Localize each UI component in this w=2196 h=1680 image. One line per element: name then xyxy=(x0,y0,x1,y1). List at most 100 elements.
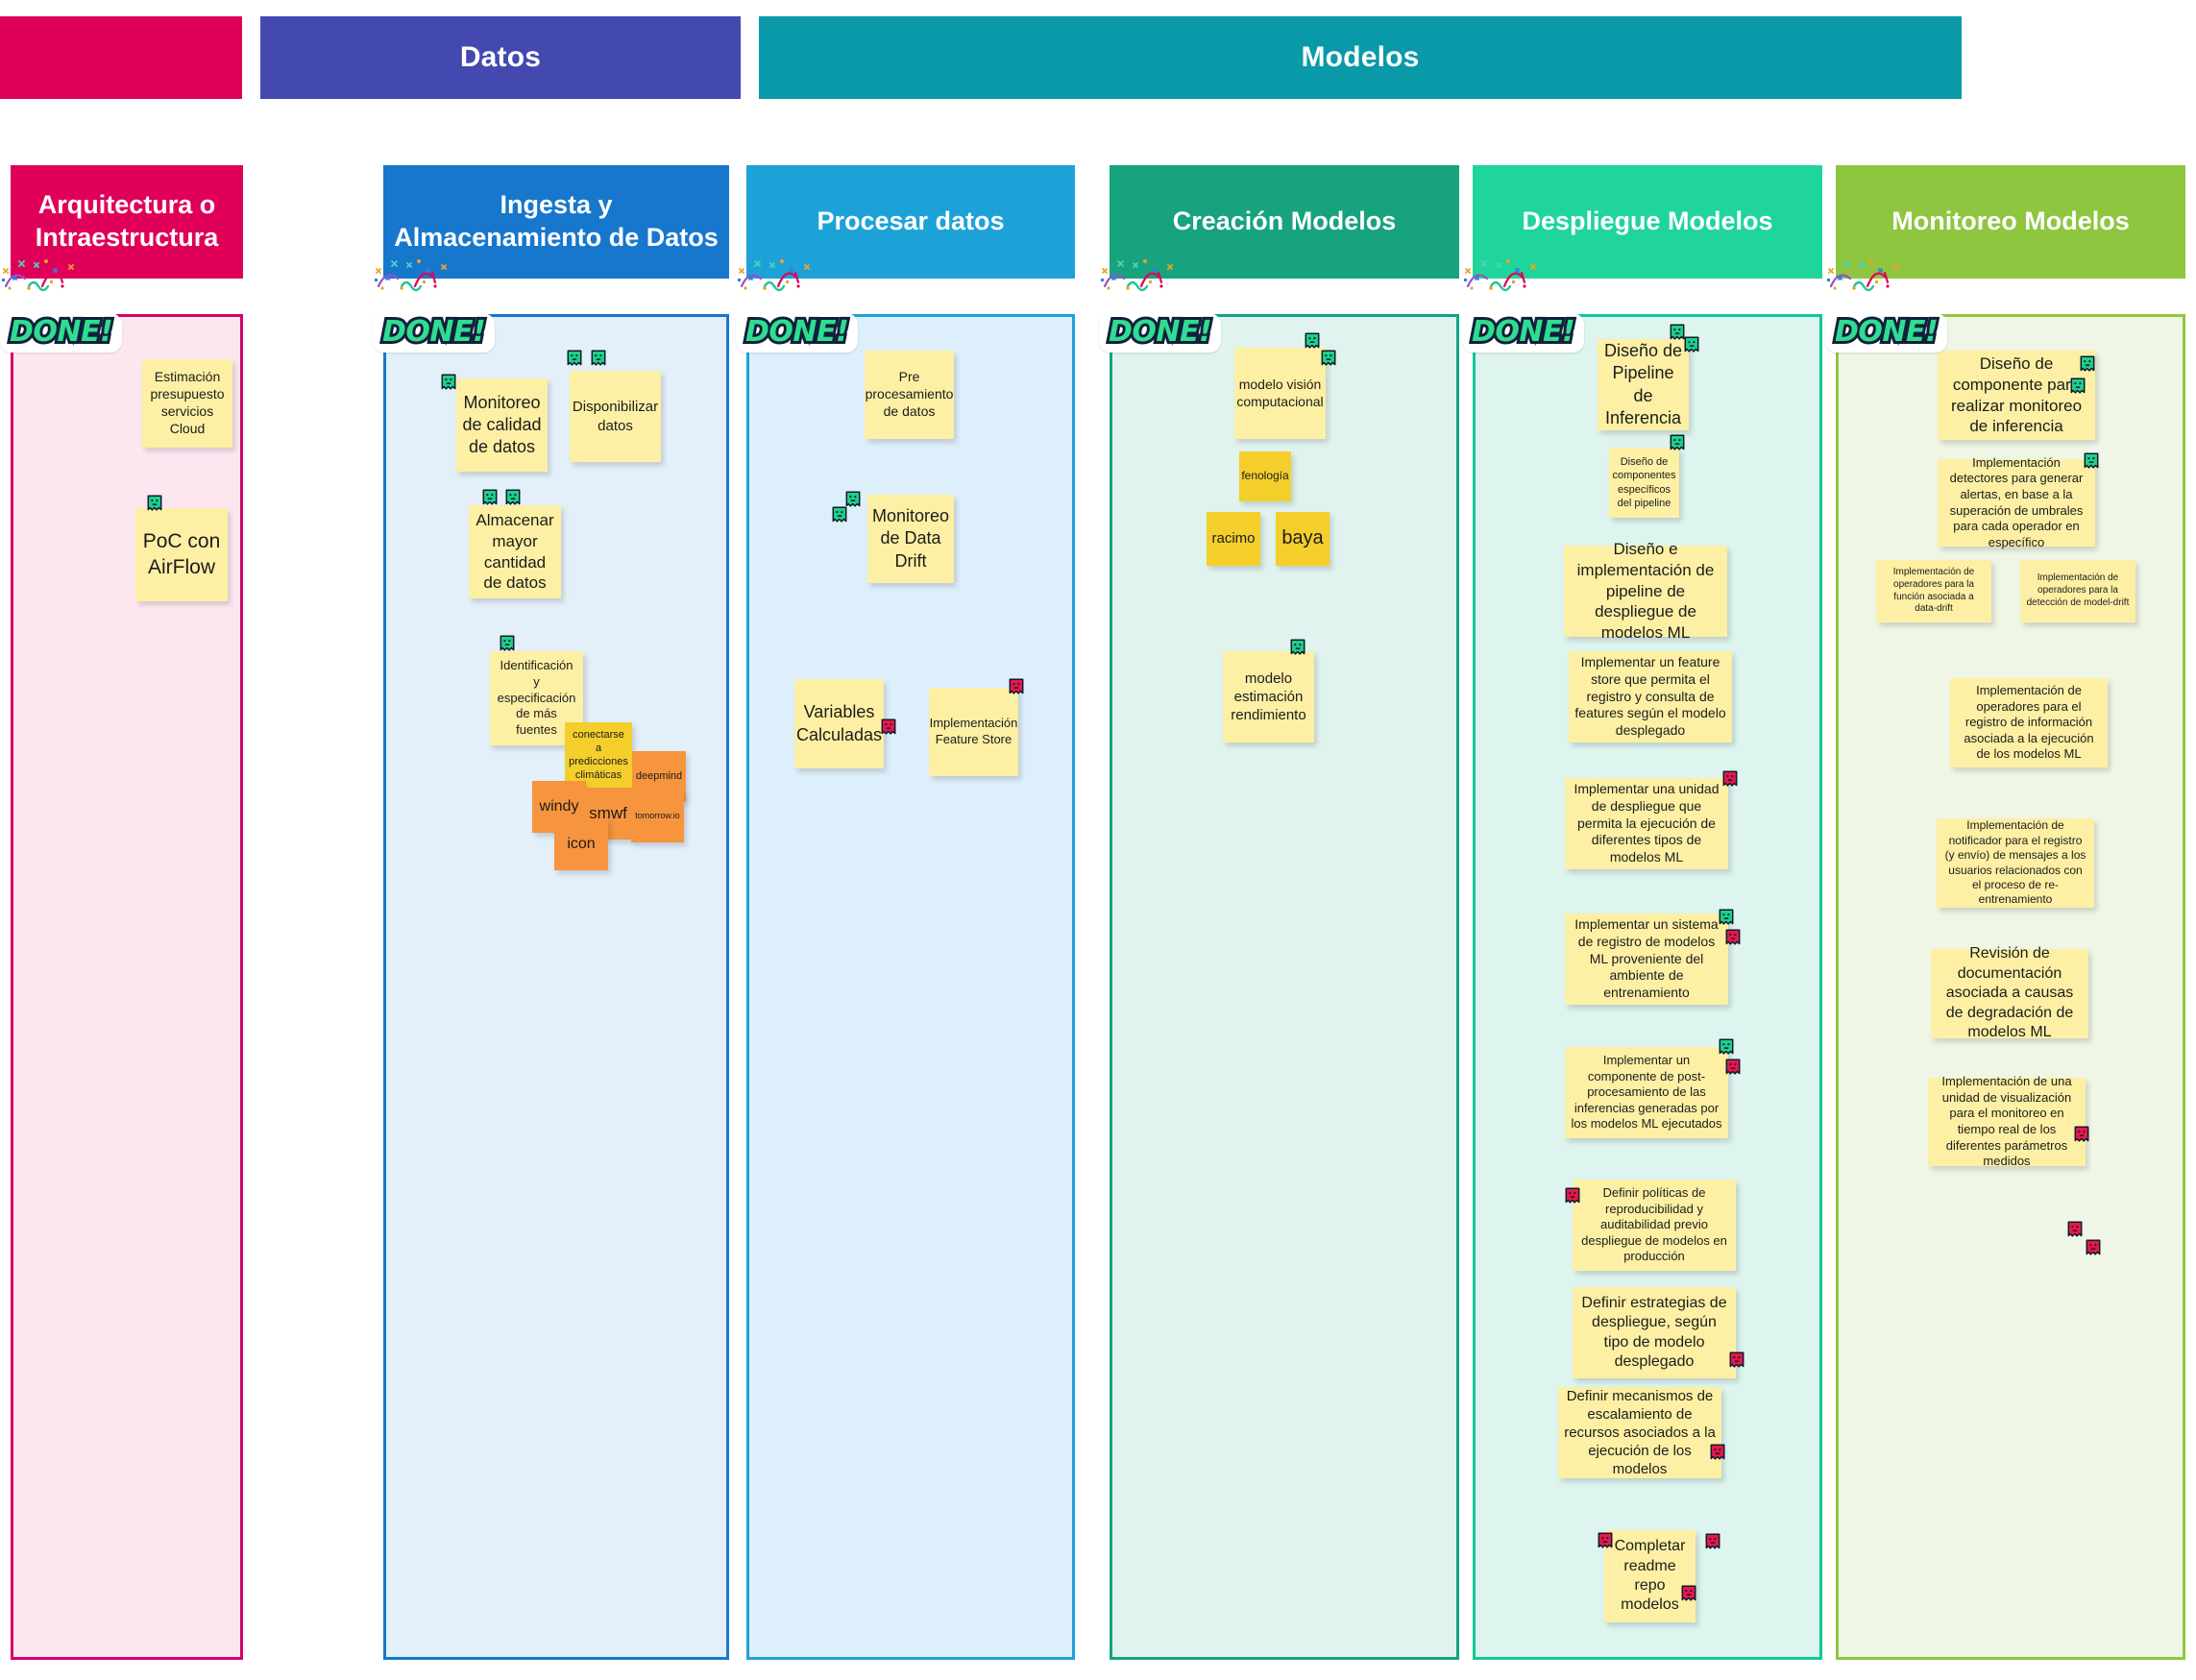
sticky-note-text: Almacenar mayor cantidad de datos xyxy=(476,511,554,593)
sticky-note[interactable]: Variables Calculadas xyxy=(794,679,884,768)
marker-green-ribbon-icon[interactable] xyxy=(591,350,606,370)
sticky-note[interactable]: Completar readme repo modelos xyxy=(1604,1530,1696,1622)
marker-red-ribbon-icon[interactable] xyxy=(1722,770,1738,791)
sticky-note[interactable]: fenología xyxy=(1239,451,1291,501)
sticky-note-text: Estimación presupuesto servicios Cloud xyxy=(150,369,225,436)
sticky-note-text: Implementación de operadores para la det… xyxy=(2026,572,2130,608)
marker-red-ribbon-icon[interactable] xyxy=(2067,1221,2083,1241)
marker-green-ribbon-icon[interactable] xyxy=(1321,350,1336,370)
marker-green-ribbon-icon[interactable] xyxy=(1305,332,1320,353)
column-header-creacion[interactable]: Creación Modelos xyxy=(1110,165,1459,279)
marker-red-ribbon-icon[interactable] xyxy=(2086,1239,2101,1259)
column-header-label: Monitoreo Modelos xyxy=(1891,206,2129,238)
sticky-note-text: Variables Calculadas xyxy=(795,702,883,744)
sticky-note[interactable]: Implementación de una unidad de visualiz… xyxy=(1928,1074,2086,1168)
sticky-note-text: Implementación de operadores para el reg… xyxy=(1964,682,2094,762)
marker-green-ribbon-icon[interactable] xyxy=(567,350,582,370)
sticky-note[interactable]: Implementación de operadores para la fun… xyxy=(1876,560,1991,622)
marker-red-ribbon-icon[interactable] xyxy=(1705,1533,1720,1553)
marker-green-ribbon-icon[interactable] xyxy=(1684,336,1699,356)
marker-red-ribbon-icon[interactable] xyxy=(1725,929,1741,949)
marker-red-ribbon-icon[interactable] xyxy=(1729,1351,1745,1372)
marker-red-ribbon-icon[interactable] xyxy=(1681,1585,1696,1605)
marker-red-ribbon-icon[interactable] xyxy=(1565,1187,1580,1207)
sticky-note[interactable]: Implementar una unidad de despliegue que… xyxy=(1565,778,1728,869)
sticky-note[interactable]: Implementar un feature store que permita… xyxy=(1569,651,1732,743)
sticky-note-text: modelo estimación rendimiento xyxy=(1231,670,1306,724)
sticky-note[interactable]: Diseño de componente para realizar monit… xyxy=(1938,351,2095,440)
sticky-note[interactable]: icon xyxy=(554,818,608,870)
sticky-note[interactable]: Monitoreo de Data Drift xyxy=(867,495,954,583)
done-badge-label: DONE! xyxy=(1832,315,1941,350)
marker-red-ribbon-icon[interactable] xyxy=(881,718,896,739)
marker-green-ribbon-icon[interactable] xyxy=(1719,1038,1734,1059)
marker-green-ribbon-icon[interactable] xyxy=(1670,434,1685,454)
sticky-note[interactable]: Estimación presupuesto servicios Cloud xyxy=(142,359,232,448)
marker-green-ribbon-icon[interactable] xyxy=(845,491,861,511)
done-badge-arquitectura[interactable]: DONE! xyxy=(0,313,123,353)
done-badge-ingesta[interactable]: DONE! xyxy=(373,313,496,353)
sticky-note[interactable]: Revisión de documentación asociada a cau… xyxy=(1931,945,2088,1040)
marker-red-ribbon-icon[interactable] xyxy=(1710,1444,1725,1464)
done-badge-label: DONE! xyxy=(1106,315,1215,350)
done-badge-creacion[interactable]: DONE! xyxy=(1099,313,1222,353)
group-banner-label: Modelos xyxy=(1301,41,1420,73)
sticky-note[interactable]: Diseño de Pipeline de Inferencia xyxy=(1598,339,1689,430)
column-body-creacion[interactable] xyxy=(1110,314,1459,1660)
column-header-procesar[interactable]: Procesar datos xyxy=(746,165,1075,279)
sticky-note[interactable]: baya xyxy=(1276,512,1330,566)
marker-red-ribbon-icon[interactable] xyxy=(1598,1532,1613,1552)
marker-green-ribbon-icon[interactable] xyxy=(2084,452,2099,473)
sticky-note[interactable]: Implementación de operadores para la det… xyxy=(2020,560,2135,622)
marker-green-ribbon-icon[interactable] xyxy=(500,635,515,655)
marker-green-ribbon-icon[interactable] xyxy=(1290,639,1305,659)
sticky-note[interactable]: Pre procesamiento de datos xyxy=(865,351,954,439)
sticky-note[interactable]: Implementar un sistema de registro de mo… xyxy=(1565,913,1728,1005)
column-header-label: Procesar datos xyxy=(817,206,1004,238)
sticky-note[interactable]: racimo xyxy=(1207,512,1260,566)
sticky-note[interactable]: Diseño e implementación de pipeline de d… xyxy=(1564,540,1727,642)
marker-red-ribbon-icon[interactable] xyxy=(1725,1059,1741,1079)
sticky-note[interactable]: Disponibilizar datos xyxy=(570,371,661,462)
sticky-note[interactable]: Almacenar mayor cantidad de datos xyxy=(469,505,561,598)
done-badge-monitoreo[interactable]: DONE! xyxy=(1825,313,1948,353)
sticky-note[interactable]: Implementación de notificador para el re… xyxy=(1937,818,2094,908)
sticky-note[interactable]: Implementación de operadores para el reg… xyxy=(1950,678,2108,767)
sticky-note[interactable]: conectarse a predicciones climáticas xyxy=(565,722,632,788)
marker-green-ribbon-icon[interactable] xyxy=(2080,355,2095,376)
marker-green-ribbon-icon[interactable] xyxy=(1670,324,1685,344)
marker-green-ribbon-icon[interactable] xyxy=(2070,377,2086,398)
column-header-despliegue[interactable]: Despliegue Modelos xyxy=(1473,165,1822,279)
sticky-note[interactable]: Implementación Feature Store xyxy=(929,688,1018,776)
marker-green-ribbon-icon[interactable] xyxy=(1719,909,1734,929)
sticky-note[interactable]: PoC con AirFlow xyxy=(135,508,228,601)
marker-green-ribbon-icon[interactable] xyxy=(832,506,847,526)
marker-green-ribbon-icon[interactable] xyxy=(147,495,162,515)
sticky-note[interactable]: modelo estimación rendimiento xyxy=(1223,651,1314,743)
marker-red-ribbon-icon[interactable] xyxy=(2074,1126,2089,1146)
marker-green-ribbon-icon[interactable] xyxy=(441,374,456,394)
sticky-note[interactable]: Monitoreo de calidad de datos xyxy=(456,378,548,472)
done-badge-despliegue[interactable]: DONE! xyxy=(1462,313,1585,353)
column-header-line: Monitoreo Modelos xyxy=(1891,207,2130,236)
sticky-note[interactable]: smwf xyxy=(581,788,635,840)
sticky-note[interactable]: modelo visión computacional xyxy=(1234,348,1326,439)
sticky-note[interactable]: Diseño de componentes específicos del pi… xyxy=(1609,448,1679,518)
sticky-note-text: Implementación detectores para generar a… xyxy=(1949,454,2084,549)
sticky-note[interactable]: Implementación detectores para generar a… xyxy=(1938,455,2095,549)
sticky-note[interactable]: Implementar un componente de post-proces… xyxy=(1565,1047,1728,1138)
sticky-note[interactable]: Definir políticas de reproducibilidad y … xyxy=(1573,1180,1736,1271)
sticky-note[interactable]: Definir estrategias de despliegue, según… xyxy=(1573,1287,1736,1378)
sticky-note[interactable]: Definir mecanismos de escalamiento de re… xyxy=(1558,1387,1721,1478)
marker-red-ribbon-icon[interactable] xyxy=(1009,678,1024,698)
sticky-note[interactable]: tomorrow.io xyxy=(631,791,684,842)
marker-green-ribbon-icon[interactable] xyxy=(505,489,521,509)
column-header-line: Almacenamiento de Datos xyxy=(394,223,719,252)
marker-green-ribbon-icon[interactable] xyxy=(482,489,498,509)
sticky-note-text: Implementación de notificador para el re… xyxy=(1944,818,2086,907)
done-badge-procesar[interactable]: DONE! xyxy=(736,313,859,353)
column-header-monitoreo[interactable]: Monitoreo Modelos xyxy=(1836,165,2185,279)
